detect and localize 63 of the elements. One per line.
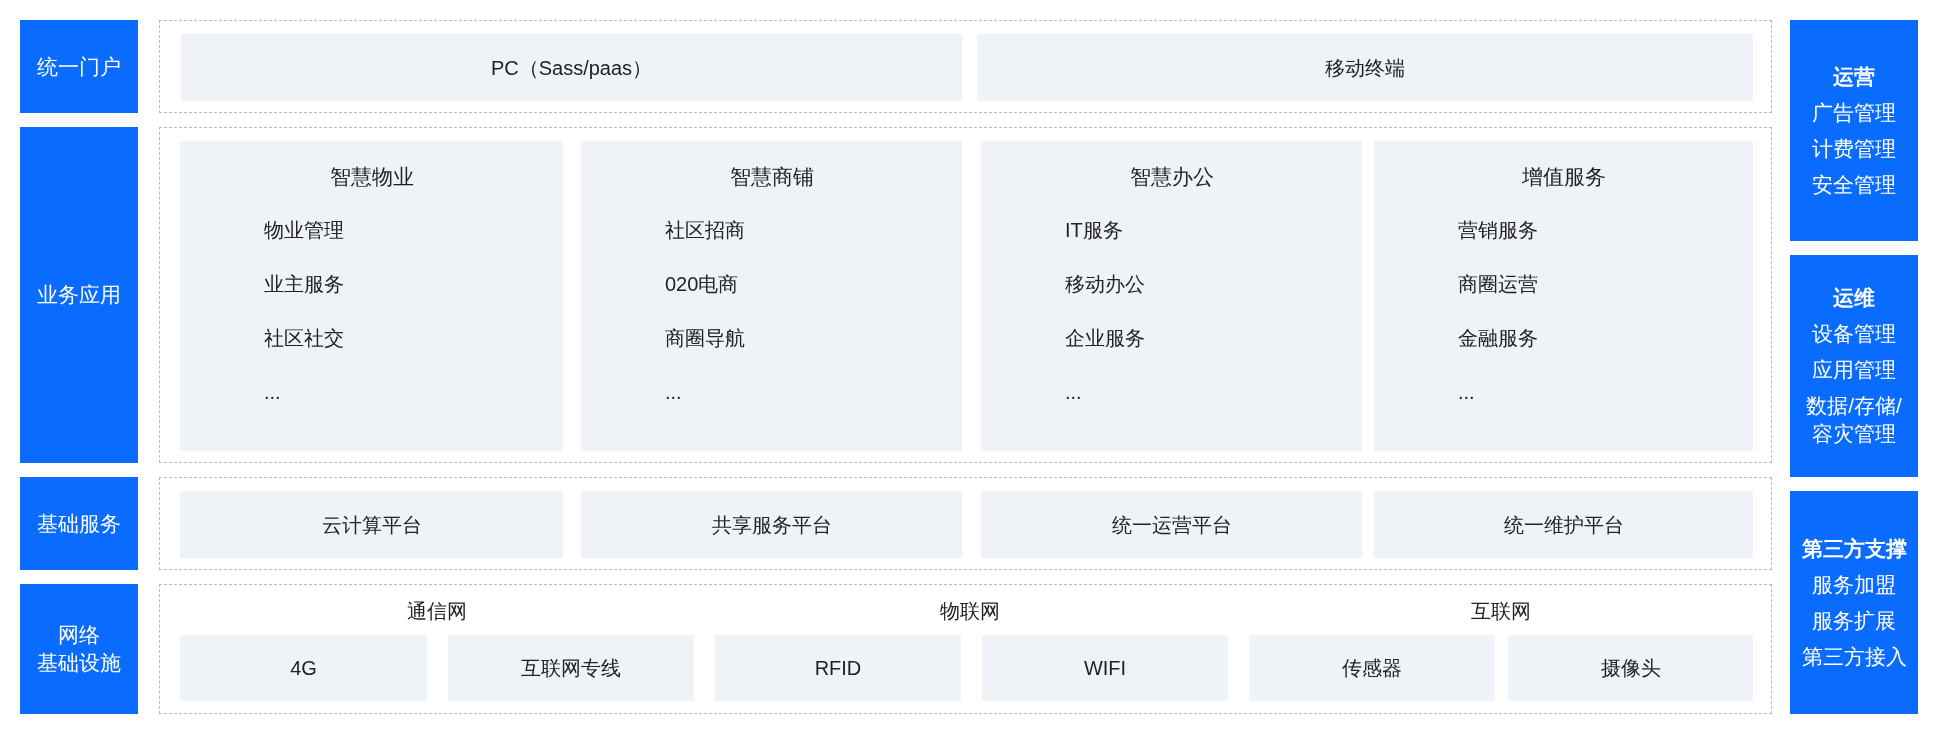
- module-name: 传感器: [1342, 656, 1402, 681]
- layer-name: 统一门户: [37, 53, 121, 80]
- module-title: 智慧商铺: [729, 165, 814, 188]
- feature-item: 企业服务: [1065, 327, 1145, 349]
- feature-item: ...: [264, 381, 281, 403]
- panel-title: 第三方支撑: [1801, 535, 1907, 562]
- feature-item: 金融服务: [1458, 327, 1538, 349]
- side-panel: [1790, 491, 1918, 714]
- feature-item: ...: [665, 381, 682, 403]
- layer-label-box: [20, 127, 138, 463]
- module-title: 智慧物业: [329, 165, 414, 188]
- feature-item: 物业管理: [264, 219, 344, 241]
- panel-item: 应用管理: [1811, 357, 1897, 383]
- layer-container: [159, 477, 1772, 570]
- group-heading: 互联网: [1471, 600, 1531, 622]
- panel-item: 服务扩展: [1811, 607, 1897, 634]
- module-name: 4G: [290, 656, 317, 681]
- panel-item: 安全管理: [1811, 171, 1897, 198]
- panel-item: 设备管理: [1811, 321, 1897, 347]
- panel-item: 计费管理: [1811, 135, 1897, 162]
- module-name: 云计算平台: [321, 512, 422, 538]
- feature-item: 社区社交: [264, 327, 344, 349]
- panel-item: 广告管理: [1811, 99, 1897, 126]
- panel-item: 第三方接入: [1801, 643, 1907, 670]
- module-name: 统一维护平台: [1503, 512, 1624, 538]
- module-name: 互联网专线: [521, 656, 621, 681]
- side-panel: [1790, 255, 1918, 477]
- feature-item: IT服务: [1065, 219, 1123, 241]
- module-name: 移动终端: [1325, 55, 1405, 81]
- feature-item: 社区招商: [665, 219, 745, 241]
- layer-name: 业务应用: [37, 282, 121, 308]
- panel-title: 运维: [1832, 285, 1876, 311]
- layer-label-box: [20, 20, 138, 113]
- layer-name: 基础服务: [37, 510, 121, 537]
- module-name: WIFI: [1083, 656, 1127, 681]
- layer-name: 网络: [58, 622, 100, 648]
- feature-item: 商圈导航: [665, 327, 745, 349]
- feature-item: 营销服务: [1458, 219, 1538, 241]
- group-heading: 物联网: [940, 600, 1000, 622]
- module-title: 智慧办公: [1129, 165, 1214, 188]
- feature-item: ...: [1065, 381, 1082, 403]
- module-name: 摄像头: [1600, 656, 1661, 681]
- module-name: 共享服务平台: [711, 512, 832, 538]
- feature-item: ...: [1458, 381, 1475, 403]
- panel-item: 服务加盟: [1811, 571, 1897, 598]
- module-name: PC（Sass/paas）: [490, 55, 653, 81]
- feature-item: 020电商: [665, 273, 739, 295]
- feature-item: 业主服务: [264, 273, 344, 295]
- feature-item: 商圈运营: [1458, 273, 1538, 295]
- layer-container: [159, 20, 1772, 113]
- side-panel: [1790, 20, 1918, 241]
- layer-label-box: [20, 584, 138, 714]
- feature-item: 移动办公: [1065, 273, 1145, 295]
- group-heading: 通信网: [407, 600, 467, 622]
- layer-label-box: [20, 477, 138, 570]
- module-name: RFID: [814, 656, 862, 681]
- layer-container: [159, 127, 1772, 463]
- module-name: 统一运营平台: [1111, 512, 1232, 538]
- panel-title: 运营: [1832, 63, 1876, 90]
- module-title: 增值服务: [1521, 165, 1606, 188]
- layer-container: [159, 584, 1772, 714]
- layer-name: 基础设施: [37, 650, 121, 676]
- panel-item: 数据/存储/容灾管理: [1805, 393, 1903, 447]
